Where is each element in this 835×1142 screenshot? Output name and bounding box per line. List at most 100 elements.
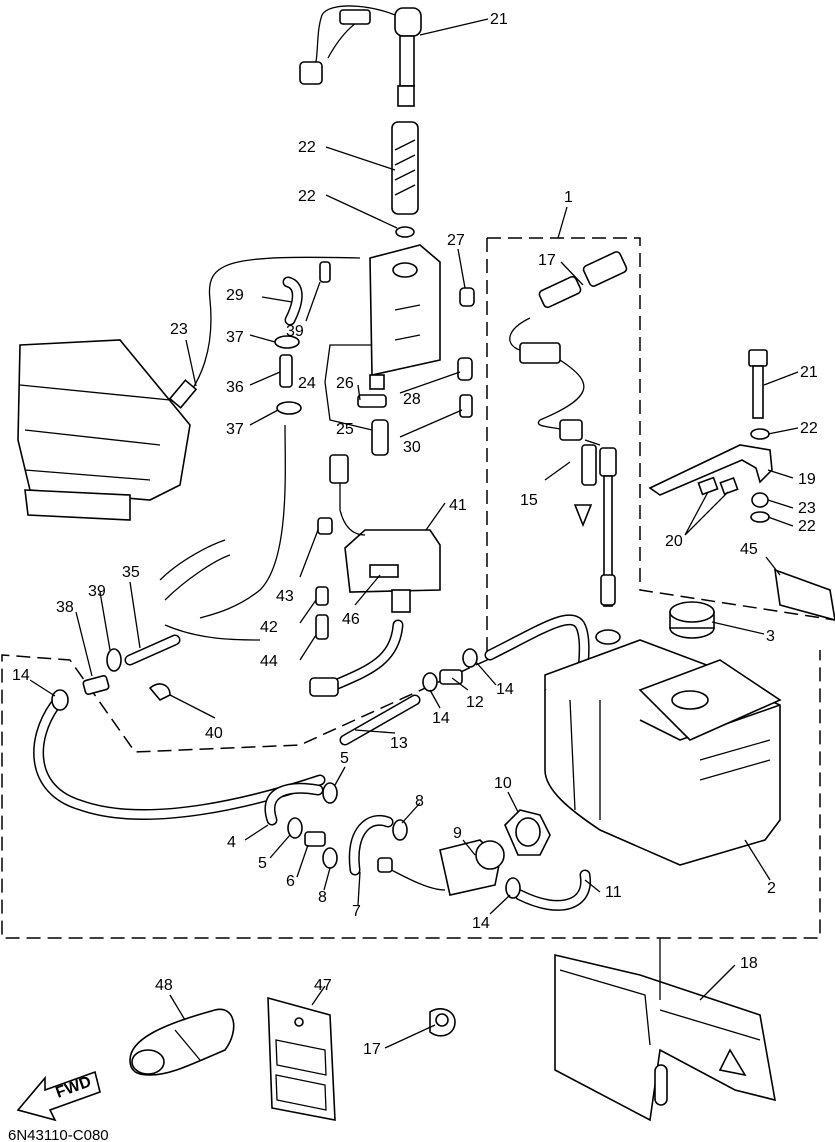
grommet-32	[459, 287, 475, 307]
callout-26: 26	[336, 375, 354, 392]
callout-4: 4	[227, 834, 236, 851]
cap-nut-10	[504, 809, 551, 856]
callout-14-upper: 14	[496, 681, 514, 698]
callout-33: 30	[403, 439, 421, 456]
callout-8-upper: 8	[415, 793, 424, 810]
callout-14-mid: 14	[432, 710, 450, 727]
callout-9: 9	[453, 825, 462, 842]
hose-30-joint	[168, 379, 198, 409]
clamp-5-upper	[322, 782, 338, 804]
callout-20: 20	[665, 533, 683, 550]
bolt-21	[748, 349, 768, 419]
leader-lines	[29, 18, 799, 1049]
callout-38: 38	[56, 599, 74, 616]
callout-47: 47	[314, 977, 332, 994]
clip-40	[148, 683, 171, 701]
strap-19	[648, 444, 773, 496]
callout-14-left: 14	[12, 667, 30, 684]
callout-40: 40	[205, 725, 223, 742]
callout-37-upper: 37	[226, 329, 244, 346]
bolt-33	[459, 394, 473, 418]
callout-27: 21	[490, 11, 508, 28]
tank-cap-3	[669, 601, 715, 639]
callout-5-lower: 5	[258, 855, 267, 872]
hose-34	[282, 276, 303, 326]
callout-12: 12	[466, 694, 484, 711]
washer-23	[751, 492, 769, 508]
callout-45: 45	[740, 541, 758, 558]
engine-frame	[159, 539, 261, 641]
sender-wiring	[509, 251, 628, 645]
callout-31: 28	[403, 391, 421, 408]
hose-35	[124, 634, 181, 666]
callout-1: 1	[564, 189, 573, 206]
fitting-44	[315, 614, 329, 640]
hose-14-left	[33, 699, 326, 820]
label-45	[774, 568, 835, 621]
fitting-6	[304, 831, 326, 847]
clip-39-upper	[319, 261, 331, 283]
callout-25: 25	[336, 421, 354, 438]
callout-34: 29	[226, 287, 244, 304]
callout-39-lower: 39	[88, 583, 106, 600]
clamp-39-lower	[106, 648, 122, 672]
hose-13	[339, 694, 421, 746]
callout-16: 17	[538, 252, 556, 269]
callout-19: 19	[798, 471, 816, 488]
filter-tank	[369, 244, 441, 390]
callout-5-upper: 5	[340, 750, 349, 767]
callout-13: 13	[390, 735, 408, 752]
primer-pump-9	[377, 839, 505, 896]
fitting-12	[439, 669, 463, 685]
callout-23: 23	[798, 500, 816, 517]
callout-3: 3	[766, 628, 775, 645]
callout-15: 15	[520, 492, 538, 509]
callout-37-lower: 37	[226, 421, 244, 438]
tank-bracket-18	[554, 953, 777, 1122]
callout-24: 24	[298, 375, 316, 392]
clamp-14-mid	[422, 672, 438, 692]
callout-labels: 21 22 22 1 27 17 29 39 23 37 36 24 26 28…	[12, 11, 818, 1058]
callout-14-lower: 14	[472, 915, 490, 932]
callout-39-upper: 39	[286, 323, 304, 340]
callout-29: 22	[298, 188, 316, 205]
clamp-37-lower	[276, 401, 302, 415]
callout-43: 43	[276, 588, 294, 605]
pad-20-b	[719, 476, 739, 496]
callout-42: 42	[260, 619, 278, 636]
diagram-code: 6N43110-C080	[8, 1127, 109, 1142]
fitting-43	[317, 517, 333, 535]
hose-35-upper	[199, 424, 286, 619]
callout-30: 23	[170, 321, 188, 338]
washer-22-upper	[750, 428, 770, 440]
fitting-42	[315, 586, 329, 606]
clamp-14-left	[51, 689, 69, 711]
joint-36	[279, 354, 293, 388]
callout-44: 44	[260, 653, 278, 670]
clamp-5-lower	[287, 817, 303, 839]
clamp-14-lower	[505, 877, 521, 899]
hose-4	[264, 782, 324, 826]
pad-20-a	[697, 476, 719, 496]
callout-18: 18	[740, 955, 758, 972]
pipe-25	[371, 419, 389, 456]
callout-21b: 21	[800, 364, 818, 381]
hose-46	[309, 619, 404, 697]
clip-17	[429, 1008, 456, 1037]
protector-48	[129, 1008, 235, 1076]
callout-8-lower: 8	[318, 889, 327, 906]
callout-28: 22	[298, 139, 316, 156]
clamp-8-lower	[322, 847, 338, 869]
callout-22-lower: 22	[798, 518, 816, 535]
fuel-pump-41	[329, 454, 441, 613]
hose-30	[184, 256, 361, 401]
callout-48: 48	[155, 977, 173, 994]
callout-10: 10	[494, 775, 512, 792]
hose-7	[348, 814, 394, 876]
clamp-14-upper	[462, 648, 478, 668]
callout-11: 11	[605, 884, 622, 901]
callout-36: 36	[226, 379, 244, 396]
callout-6: 6	[286, 873, 295, 890]
fuel-sender-cable	[299, 5, 422, 107]
washer-22-lower	[750, 511, 770, 523]
